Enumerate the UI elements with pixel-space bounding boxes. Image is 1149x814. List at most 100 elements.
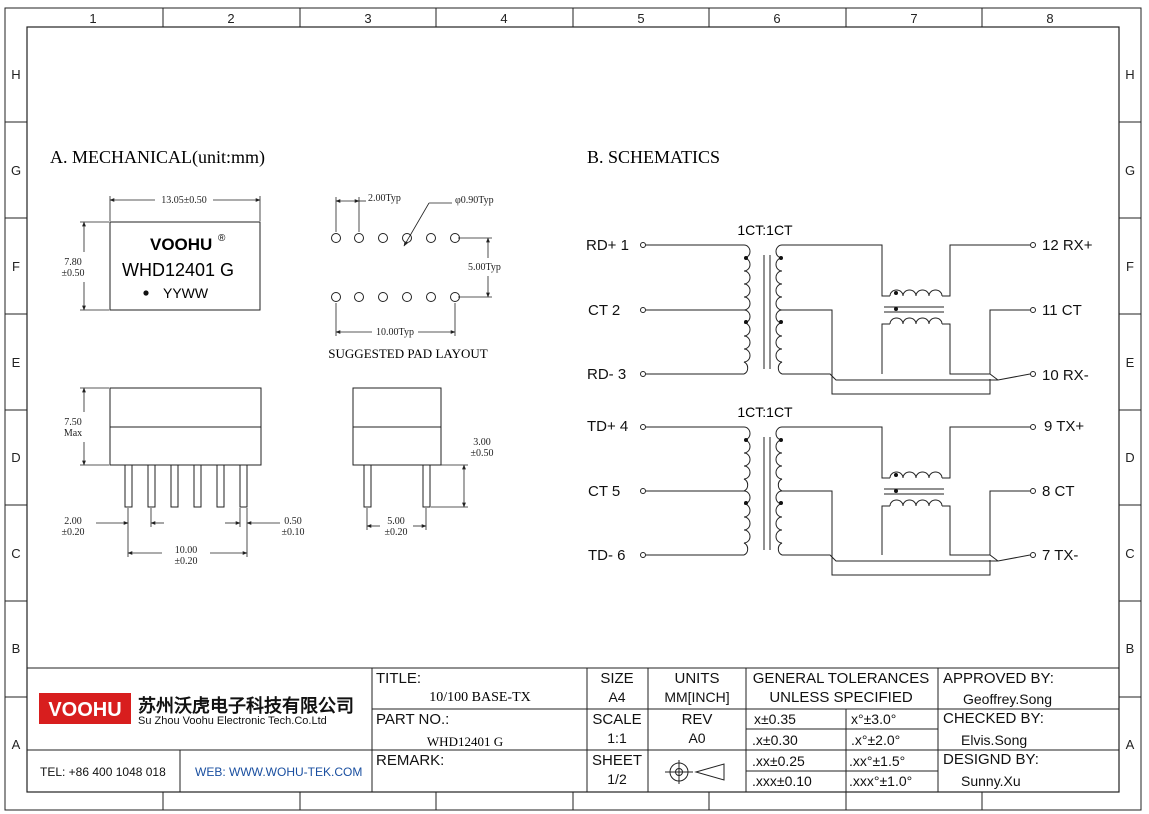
- tolerance-value: .x±0.30: [752, 732, 798, 748]
- choke-winding: [889, 471, 943, 479]
- schematic-transmit-channel: [640, 424, 1036, 576]
- col-label: 1: [89, 11, 96, 26]
- side-pin: [193, 464, 202, 508]
- row-label: E: [12, 355, 21, 370]
- company-tel: TEL: +86 400 1048 018: [40, 765, 166, 779]
- pin-label: 10 RX-: [1042, 367, 1089, 384]
- border-row-labels-right: H G F E D C B A: [1125, 67, 1135, 752]
- units-value: MM[INCH]: [664, 689, 729, 705]
- tolerance-value: .xx±0.25: [752, 753, 805, 769]
- tolerance-title: GENERAL TOLERANCES: [753, 670, 929, 687]
- schematic-receive-channel: [640, 242, 1036, 395]
- end-pin: [422, 464, 431, 508]
- sheet-border: [4, 7, 1142, 811]
- side-height-label: 7.50: [64, 417, 82, 428]
- pin-label: RD- 3: [587, 366, 626, 383]
- row-label: G: [1125, 163, 1135, 178]
- sheet-label: SHEET: [592, 752, 642, 769]
- tolerance-subtitle: UNLESS SPECIFIED: [769, 689, 913, 706]
- rev-label: REV: [682, 711, 713, 728]
- primary-winding: [743, 244, 751, 375]
- schematics-section-title: B. SCHEMATICS: [587, 147, 720, 167]
- row-label: F: [12, 259, 20, 274]
- tolerance-value: .xxx±0.10: [752, 773, 812, 789]
- title-block-grid: [26, 667, 1120, 793]
- choke-winding: [889, 289, 943, 297]
- row-label: B: [1126, 641, 1135, 656]
- col-label: 6: [773, 11, 780, 26]
- pad: [354, 292, 364, 302]
- pin-label: 7 TX-: [1042, 547, 1078, 564]
- designed-value: Sunny.Xu: [961, 773, 1021, 789]
- row-label: C: [11, 546, 20, 561]
- row-label: G: [11, 163, 21, 178]
- primary-winding: [743, 426, 751, 556]
- border-grid-ticks: [5, 8, 1141, 810]
- checked-label: CHECKED BY:: [943, 710, 1044, 727]
- designed-label: DESIGND BY:: [943, 751, 1039, 768]
- side-pin: [239, 464, 248, 508]
- projection-symbol-icon: [665, 760, 725, 784]
- side-pin: [170, 464, 179, 508]
- company-logo-text: VOOHU: [48, 699, 121, 721]
- pad: [354, 233, 364, 243]
- pin-pitch-tolerance: ±0.20: [62, 527, 85, 538]
- pin-label: CT 5: [588, 483, 620, 500]
- title-label: TITLE:: [376, 670, 421, 687]
- row-label: A: [12, 737, 21, 752]
- row-label: D: [11, 450, 20, 465]
- pad: [331, 233, 341, 243]
- pin-label: RD+ 1: [586, 237, 629, 254]
- pad: [331, 292, 341, 302]
- schematic-pin-labels-left: RD+ 1 CT 2 RD- 3 TD+ 4 CT 5 TD- 6: [586, 237, 629, 564]
- end-row-label: 5.00: [387, 516, 405, 527]
- ratio-label-bottom: 1CT:1CT: [737, 404, 793, 420]
- scale-label: SCALE: [592, 711, 641, 728]
- width-label: 13.05±0.50: [161, 195, 207, 206]
- schematic-pin-labels-right: 12 RX+ 11 CT 10 RX- 9 TX+ 8 CT 7 TX-: [1042, 237, 1093, 564]
- pad: [402, 292, 412, 302]
- company-web: WEB: WWW.WOHU-TEK.COM: [195, 765, 362, 779]
- units-label: UNITS: [675, 670, 720, 687]
- side-pin: [147, 464, 156, 508]
- pad-span-label: 10.00Typ: [376, 327, 414, 338]
- side-height-note: Max: [64, 428, 82, 439]
- tolerance-value: .x°±2.0°: [851, 732, 900, 748]
- pin-label: CT 2: [588, 302, 620, 319]
- pad-layout: [331, 197, 492, 336]
- border-column-labels: 1 2 3 4 5 6 7 8: [89, 11, 1053, 26]
- remark-label: REMARK:: [376, 752, 444, 769]
- registered-mark: ®: [218, 233, 226, 244]
- secondary-winding: [775, 426, 783, 556]
- pad-pitch-label: 2.00Typ: [368, 193, 401, 204]
- company-logo-badge: [39, 693, 131, 724]
- pin-span-label: 10.00: [175, 545, 198, 556]
- pad-layout-title: SUGGESTED PAD LAYOUT: [328, 346, 487, 361]
- title-value: 10/100 BASE-TX: [429, 690, 531, 705]
- height-label: 7.80: [64, 257, 82, 268]
- row-label: E: [1126, 355, 1135, 370]
- size-label: SIZE: [600, 670, 633, 687]
- rev-value: A0: [688, 730, 705, 746]
- tolerance-value: .xx°±1.5°: [849, 753, 905, 769]
- brand-marking: VOOHU: [150, 235, 212, 254]
- top-view: VOOHU ® WHD12401 G YYWW 13.05±0.50 7.80 …: [62, 195, 261, 311]
- approved-label: APPROVED BY:: [943, 670, 1054, 687]
- tolerance-value: x°±3.0°: [851, 711, 896, 727]
- pad: [426, 233, 436, 243]
- row-label: A: [1126, 737, 1135, 752]
- checked-value: Elvis.Song: [961, 732, 1027, 748]
- row-spacing-label: 5.00Typ: [468, 262, 501, 273]
- scale-value: 1:1: [607, 730, 627, 746]
- tolerance-value: x±0.35: [754, 711, 796, 727]
- col-label: 7: [910, 11, 917, 26]
- height-tolerance: ±0.50: [62, 268, 85, 279]
- pin-label: TD- 6: [588, 547, 626, 564]
- end-pin-length-tolerance: ±0.50: [471, 448, 494, 459]
- company-name-en: Su Zhou Voohu Electronic Tech.Co.Ltd: [138, 715, 327, 727]
- side-view: [80, 387, 280, 557]
- pad: [378, 233, 388, 243]
- pad: [426, 292, 436, 302]
- pin1-dot: [143, 290, 149, 296]
- pin-label: 9 TX+: [1044, 418, 1084, 435]
